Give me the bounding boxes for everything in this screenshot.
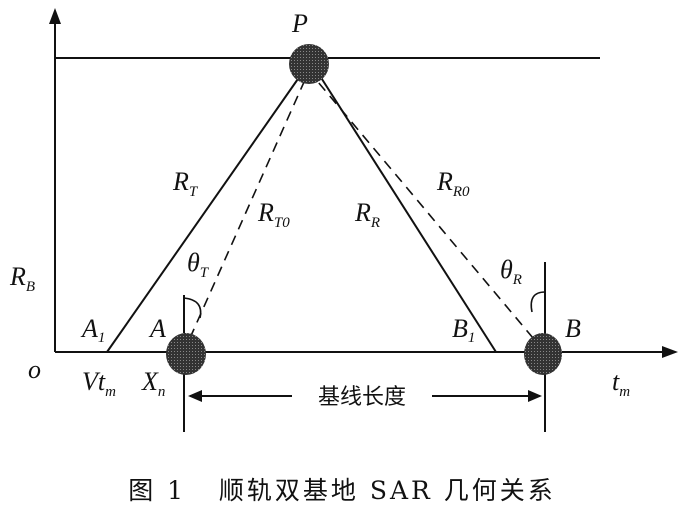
label-p: P [291,9,308,38]
label-rb: RB [9,262,35,295]
transmitter-a-circle [166,333,206,375]
label-b: B [565,314,581,343]
label-vtm: Vtm [82,367,116,400]
label-xn: Xn [141,367,165,400]
label-theta-t: θT [187,248,210,281]
baseline-arrowhead-right [528,390,542,402]
baseline-arrowhead-left [188,390,202,402]
range-rt0-dashed [189,81,305,339]
label-a: A [148,314,166,343]
range-rt-line [106,75,301,353]
range-rr-line [319,75,497,353]
range-rr0-dashed [317,81,534,339]
label-rr: RR [354,198,380,231]
label-rt: RT [172,167,199,200]
receiver-b-circle [524,333,562,375]
label-rt0: RT0 [257,198,290,231]
label-b1: B1 [452,314,475,346]
label-tm: tm [612,367,630,400]
x-axis-arrow [662,346,678,358]
label-origin: o [28,355,41,384]
label-baseline-length: 基线长度 [318,385,406,410]
theta-t-arc [183,297,202,319]
label-theta-r: θR [500,255,522,288]
y-axis-arrow [49,8,61,24]
label-a1: A1 [80,314,105,346]
target-p-circle [289,44,329,84]
label-rr0: RR0 [436,167,470,200]
figure-caption: 图 1 顺轨双基地 SAR 几何关系 [128,476,556,505]
theta-r-arc [530,291,546,313]
